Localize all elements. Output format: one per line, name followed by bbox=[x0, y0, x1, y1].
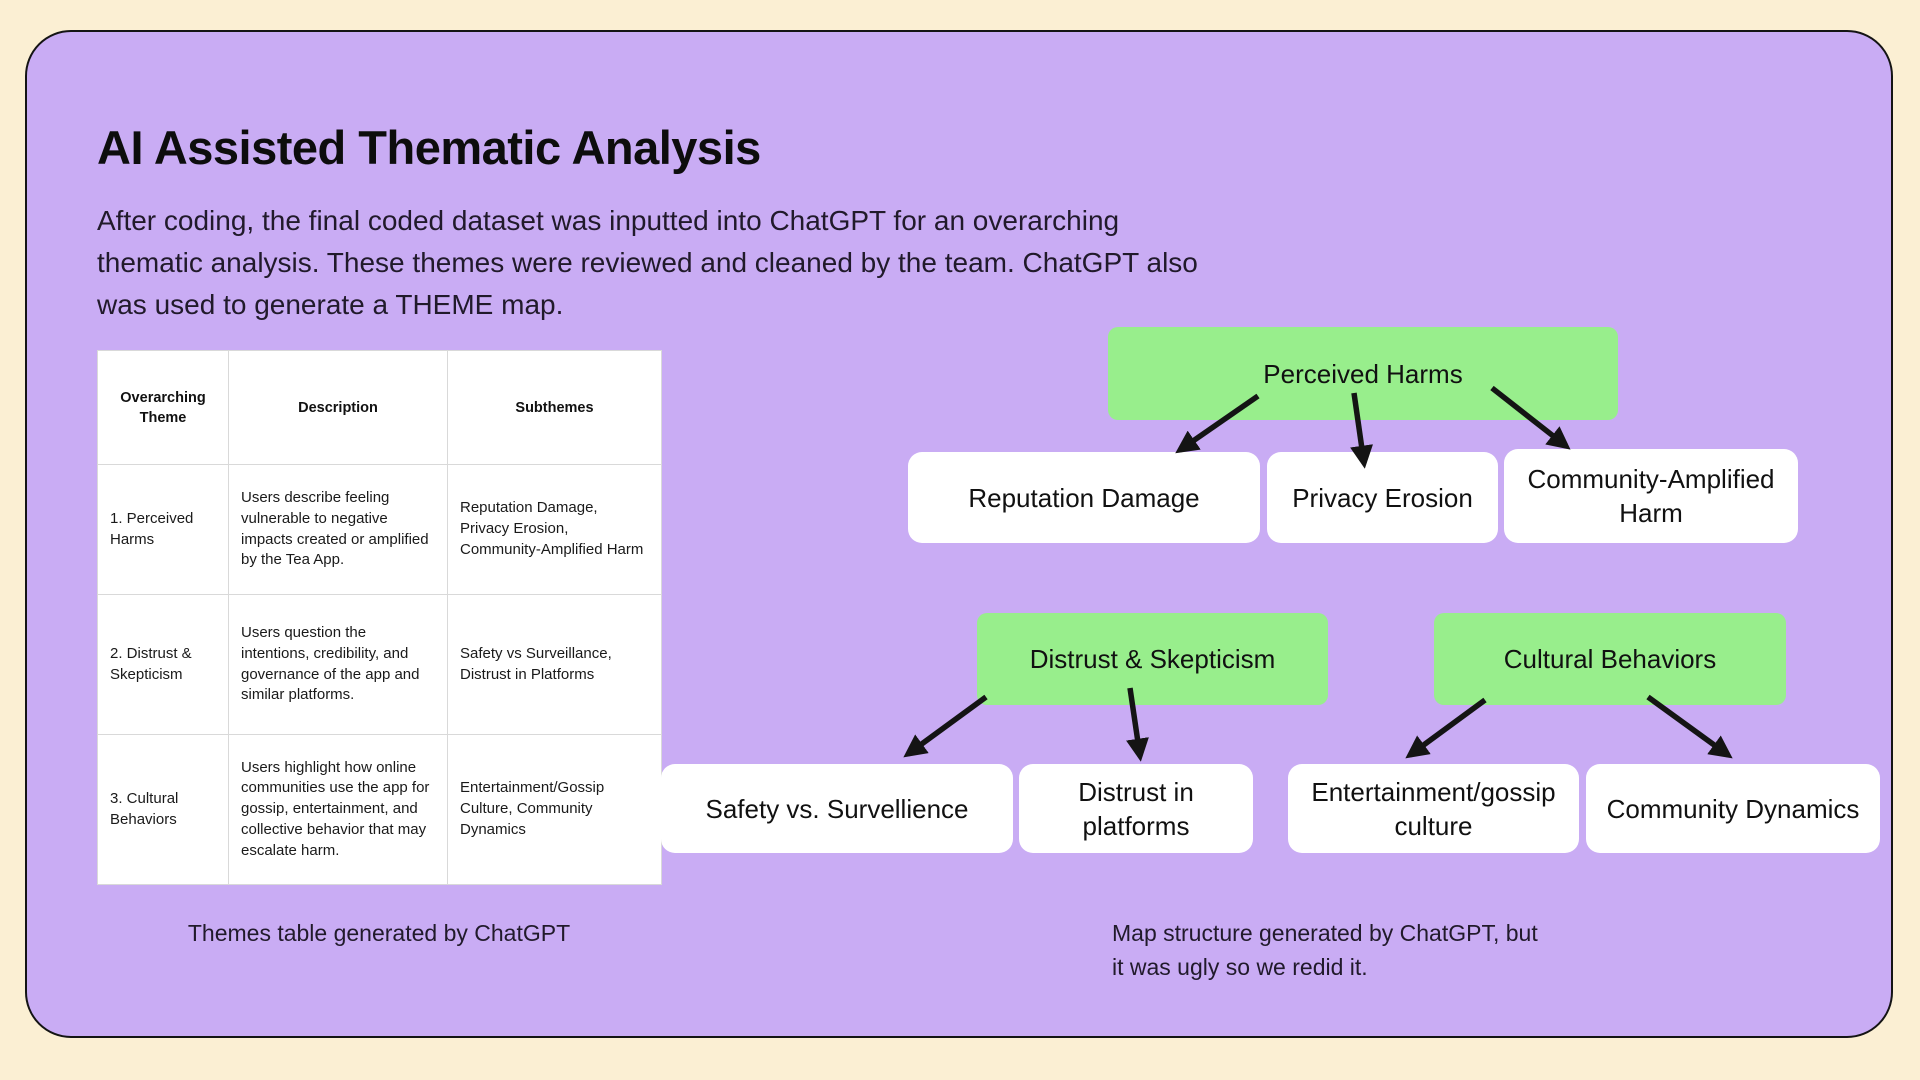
col-header-subthemes: Subthemes bbox=[447, 350, 662, 465]
map-caption-line-1: Map structure generated by ChatGPT, but bbox=[1112, 920, 1538, 946]
map-caption: Map structure generated by ChatGPT, but … bbox=[1112, 916, 1538, 984]
node-distrust-skepticism: Distrust & Skepticism bbox=[977, 613, 1328, 705]
table-header-row: Overarching Theme Description Subthemes bbox=[97, 350, 662, 465]
cell-theme-3: 3. Cultural Behaviors bbox=[97, 734, 229, 885]
cell-description-3: Users highlight how online communities u… bbox=[228, 734, 448, 885]
map-caption-line-2: it was ugly so we redid it. bbox=[1112, 954, 1368, 980]
node-reputation-damage: Reputation Damage bbox=[908, 452, 1260, 543]
node-distrust-in-platforms: Distrust in platforms bbox=[1019, 764, 1253, 853]
col-header-description: Description bbox=[228, 350, 448, 465]
col-header-overarching-theme: Overarching Theme bbox=[97, 350, 229, 465]
page-title: AI Assisted Thematic Analysis bbox=[97, 121, 761, 174]
cell-theme-1: 1. Perceived Harms bbox=[97, 464, 229, 595]
cell-subthemes-3: Entertainment/Gossip Culture, Community … bbox=[447, 734, 662, 885]
node-cultural-behaviors: Cultural Behaviors bbox=[1434, 613, 1786, 705]
themes-table: Overarching Theme Description Subthemes … bbox=[97, 350, 662, 885]
cell-description-1: Users describe feeling vulnerable to neg… bbox=[228, 464, 448, 595]
node-community-dynamics: Community Dynamics bbox=[1586, 764, 1880, 853]
node-community-amplified-harm: Community-Amplified Harm bbox=[1504, 449, 1798, 543]
table-row: 1. Perceived Harms Users describe feelin… bbox=[97, 464, 662, 595]
node-privacy-erosion: Privacy Erosion bbox=[1267, 452, 1498, 543]
cell-description-2: Users question the intentions, credibili… bbox=[228, 594, 448, 735]
cell-subthemes-2: Safety vs Surveillance, Distrust in Plat… bbox=[447, 594, 662, 735]
table-caption: Themes table generated by ChatGPT bbox=[187, 920, 571, 946]
node-perceived-harms: Perceived Harms bbox=[1108, 327, 1618, 420]
node-entertainment-gossip-culture: Entertainment/gossip culture bbox=[1288, 764, 1579, 853]
intro-line-1: After coding, the final coded dataset wa… bbox=[97, 205, 1120, 236]
table-row: 3. Cultural Behaviors Users highlight ho… bbox=[97, 734, 662, 885]
intro-line-3: was used to generate a THEME map. bbox=[97, 289, 564, 320]
cell-theme-2: 2. Distrust & Skepticism bbox=[97, 594, 229, 735]
intro-line-2: thematic analysis. These themes were rev… bbox=[97, 247, 1198, 278]
node-safety-vs-surveillance: Safety vs. Survellience bbox=[661, 764, 1013, 853]
intro-paragraph: After coding, the final coded dataset wa… bbox=[97, 200, 1198, 326]
cell-subthemes-1: Reputation Damage, Privacy Erosion, Comm… bbox=[447, 464, 662, 595]
table-row: 2. Distrust & Skepticism Users question … bbox=[97, 594, 662, 735]
